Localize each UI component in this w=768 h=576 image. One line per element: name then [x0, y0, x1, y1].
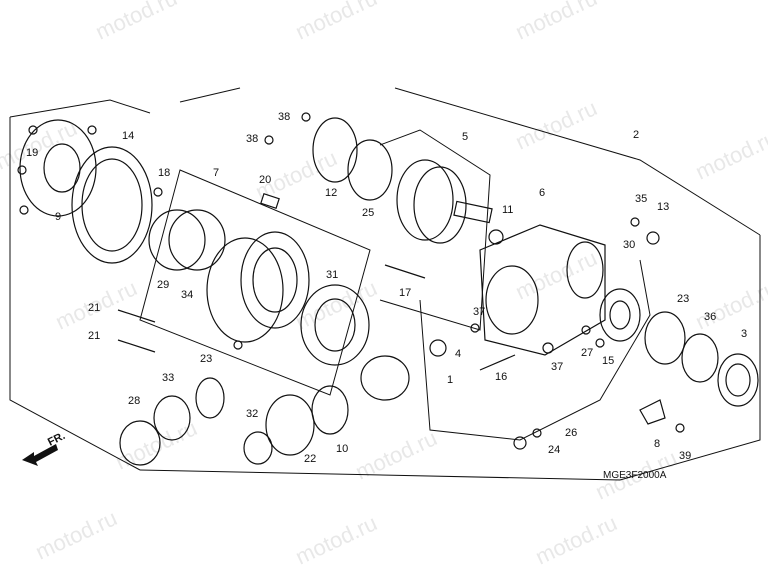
watermark: motod.ru: [532, 510, 621, 569]
part-rings-12-25: [312, 117, 393, 201]
callout-38: 38: [246, 133, 258, 145]
front-label: FR.: [46, 430, 67, 449]
callout-16: 16: [495, 371, 507, 383]
callout-4: 4: [455, 348, 461, 360]
callout-23: 23: [200, 353, 212, 365]
watermark: motod.ru: [512, 245, 601, 304]
part-bearing-31: [300, 284, 370, 366]
callout-7: 7: [213, 167, 219, 179]
watermark: motod.ru: [512, 0, 601, 45]
part-shim-29: [148, 209, 226, 271]
part-ring-14: [71, 146, 153, 264]
callout-22: 22: [304, 453, 316, 465]
part-pinion-5: [396, 159, 493, 244]
watermark: motod.ru: [112, 415, 201, 474]
callout-29: 29: [157, 279, 169, 291]
callout-3: 3: [741, 328, 747, 340]
part-bearing-30: [599, 288, 641, 342]
callout-8: 8: [654, 438, 660, 450]
callout-25: 25: [362, 207, 374, 219]
housing-group-outline: [139, 169, 371, 396]
callout-21: 21: [88, 330, 100, 342]
assembly-outline: [9, 87, 761, 481]
callout-28: 28: [128, 395, 140, 407]
diagram-code: MGE3F2000A: [603, 470, 667, 481]
callout-30: 30: [623, 239, 635, 251]
callout-10: 10: [336, 443, 348, 455]
callout-23: 23: [677, 293, 689, 305]
callout-14: 14: [122, 130, 134, 142]
callout-2: 2: [633, 129, 639, 141]
callout-31: 31: [326, 269, 338, 281]
callout-6: 6: [539, 187, 545, 199]
callout-5: 5: [462, 131, 468, 143]
part-lower-gears: [119, 355, 410, 466]
watermark: motod.ru: [292, 510, 381, 569]
callout-13: 13: [657, 201, 669, 213]
callout-26: 26: [565, 427, 577, 439]
callout-37: 37: [473, 306, 485, 318]
callout-33: 33: [162, 372, 174, 384]
front-direction-marker: FR.: [22, 430, 67, 466]
callout-34: 34: [181, 289, 193, 301]
callout-15: 15: [602, 355, 614, 367]
watermark: motod.ru: [92, 0, 181, 45]
part-seals-23-36-3: [644, 311, 759, 407]
callout-20: 20: [259, 174, 271, 186]
callout-21: 21: [88, 302, 100, 314]
callout-18: 18: [158, 167, 170, 179]
callout-1: 1: [447, 374, 453, 386]
callout-32: 32: [246, 408, 258, 420]
callout-24: 24: [548, 444, 560, 456]
watermark: motod.ru: [0, 115, 81, 174]
callout-35: 35: [635, 193, 647, 205]
part-housing-7: [206, 231, 310, 350]
case-group-outline: [379, 129, 651, 441]
callout-39: 39: [679, 450, 691, 462]
part-case-6: [479, 224, 606, 356]
part-flange-9: [17, 119, 97, 217]
callout-layer: 1234567891011121314151617181920212122232…: [26, 111, 747, 465]
callout-37: 37: [551, 361, 563, 373]
part-small-fasteners: [28, 112, 685, 450]
callout-19: 19: [26, 147, 38, 159]
watermark: motod.ru: [692, 125, 768, 184]
callout-27: 27: [581, 347, 593, 359]
callout-12: 12: [325, 187, 337, 199]
callout-9: 9: [55, 211, 61, 223]
watermark: motod.ru: [512, 95, 601, 154]
callout-11: 11: [502, 204, 513, 216]
callout-36: 36: [704, 311, 716, 323]
callout-38: 38: [278, 111, 290, 123]
watermark: motod.ru: [692, 275, 768, 334]
callout-17: 17: [399, 287, 411, 299]
watermark: motod.ru: [292, 0, 381, 45]
watermark: motod.ru: [32, 505, 121, 564]
